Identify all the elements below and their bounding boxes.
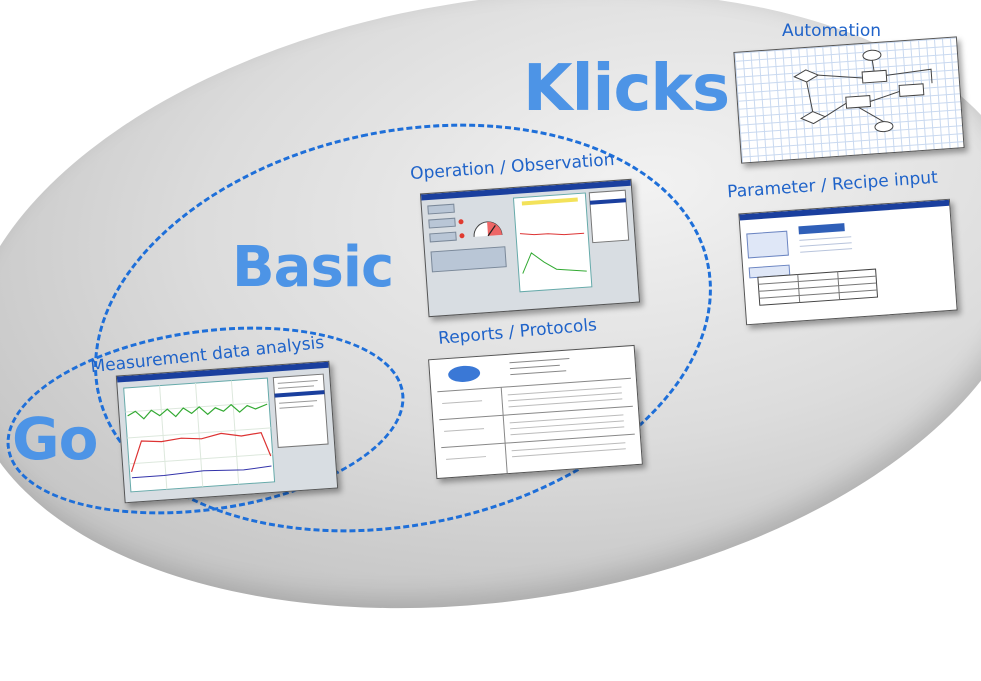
report-document-drawing (437, 358, 635, 474)
flowchart-diagram (793, 49, 933, 133)
measurement-plot-drawing (123, 373, 329, 493)
measurement-screenshot (115, 360, 339, 504)
tier-go-label: Go (12, 405, 98, 473)
parameter-screenshot (738, 198, 958, 326)
operation-screenshot (419, 178, 641, 318)
tier-klicks-label: Klicks (523, 52, 730, 126)
operation-panel-drawing (427, 189, 630, 293)
automation-screenshot (733, 36, 965, 164)
recipe-form-drawing (746, 223, 879, 306)
reports-screenshot (428, 344, 643, 480)
caption-automation: Automation (782, 21, 882, 41)
tier-basic-label: Basic (232, 235, 394, 300)
